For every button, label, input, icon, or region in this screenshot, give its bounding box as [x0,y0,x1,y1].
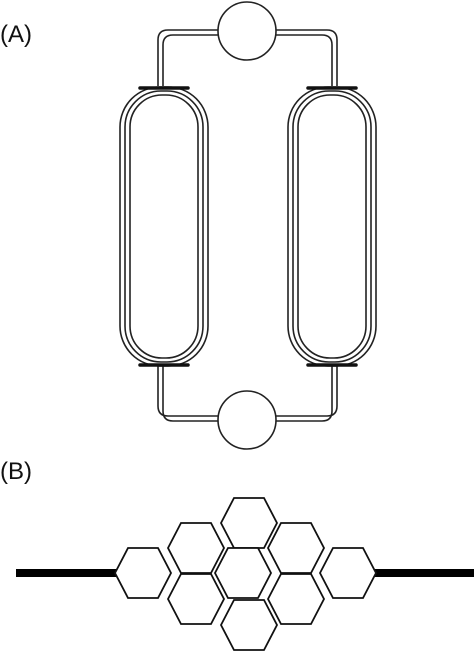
panel-b-label: (B) [0,458,32,485]
hexagon-cell [318,547,378,599]
panel-a-label: (A) [0,21,32,48]
hexagon-cell [219,497,279,549]
bottom-node-circle [217,390,277,450]
hexagon-cluster [113,497,378,651]
hexagon-cell [213,547,273,599]
top-node-circle [217,1,277,61]
hexagon-cell [113,547,173,599]
panel-a-circuit [119,1,377,450]
hexagon-cell [266,573,326,625]
hexagon-cell [219,599,279,651]
left-capsule [119,86,209,367]
right-capsule [287,86,377,367]
hexagon-cell [166,522,226,574]
hexagon-cell [166,573,226,625]
bottom-connecting-wires [157,366,338,422]
panel-b-honeycomb [16,497,474,651]
hexagon-cell [266,522,326,574]
top-connecting-wires [157,29,338,86]
